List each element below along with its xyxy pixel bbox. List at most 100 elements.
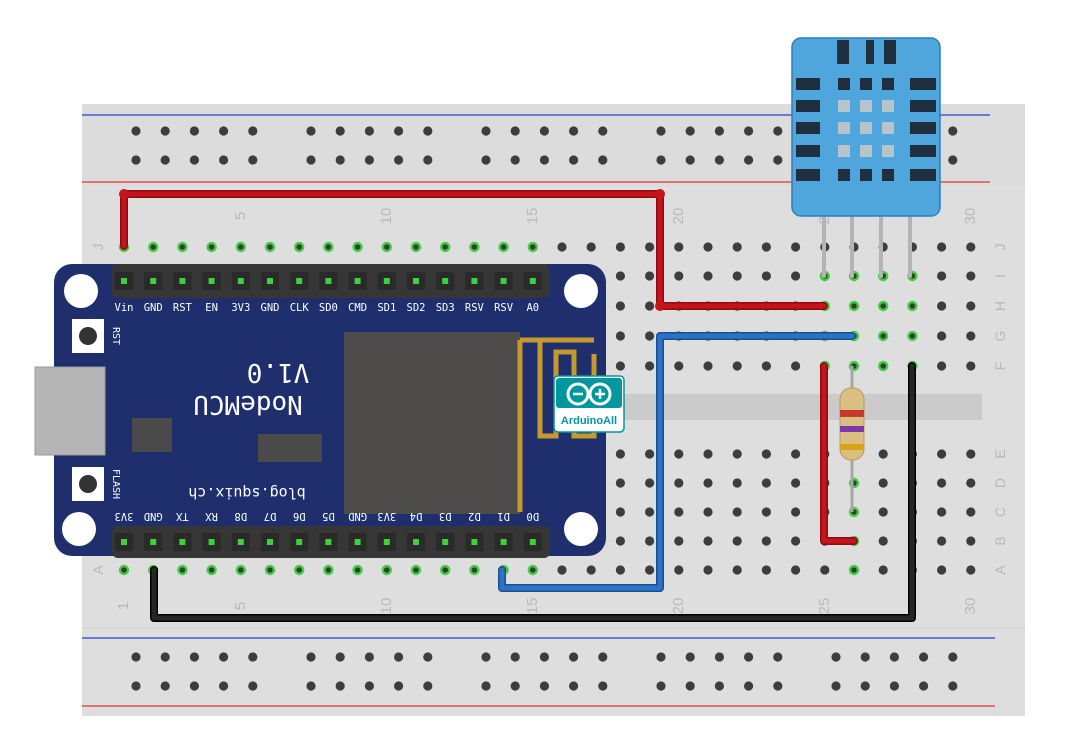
rail-hole [248, 155, 258, 165]
pin-label-top: SD3 [436, 302, 455, 314]
header-pin-contact [150, 539, 157, 545]
breadboard-hole-center [179, 567, 186, 573]
column-number-top: 5 [232, 212, 249, 220]
breadboard-hole [615, 301, 626, 311]
rail-hole [306, 681, 316, 691]
breadboard-hole-center [500, 244, 507, 250]
header-pin-contact [121, 278, 127, 284]
dht-slot [910, 122, 936, 134]
header-pin-contact [237, 278, 244, 284]
row-letter: D [992, 478, 1008, 488]
rail-hole [714, 652, 725, 662]
rail-hole [773, 652, 783, 662]
rail-hole [685, 126, 695, 136]
rail-hole [481, 126, 491, 136]
rail-hole [160, 155, 170, 165]
rail-hole [335, 126, 345, 136]
rail-hole [539, 155, 550, 165]
breadboard-hole-center [238, 567, 244, 573]
breadboard-hole [761, 242, 772, 252]
breadboard-hole [966, 271, 976, 281]
breadboard-hole [703, 361, 713, 371]
rail-hole [306, 126, 316, 136]
pin-label-top: A0 [526, 302, 539, 314]
column-number-top: 15 [524, 208, 541, 225]
dht-sensor [791, 37, 941, 217]
dht-slot [838, 100, 850, 112]
breadboard-hole-center [851, 567, 857, 573]
pin-label-top: GND [144, 302, 163, 314]
dht-slot [882, 100, 894, 112]
breadboard-hole-center [880, 333, 886, 339]
breadboard-hole [645, 271, 655, 281]
rail-hole [889, 652, 900, 662]
rail-hole [131, 681, 141, 691]
pin-label-bottom: D5 [322, 510, 335, 522]
pin-label-bottom: D4 [410, 510, 423, 522]
breadboard-hole [966, 507, 976, 517]
breadboard-hole [732, 565, 742, 575]
pin-label-bottom: D0 [526, 510, 539, 522]
breadboard-hole [937, 242, 947, 252]
breadboard-hole [732, 242, 742, 252]
breadboard-hole [937, 507, 947, 517]
pin-label-bottom: TX [175, 510, 188, 522]
breadboard-hole [674, 536, 684, 546]
dht-slot [860, 78, 872, 90]
dht-slot [910, 100, 936, 112]
breadboard-hole [966, 565, 976, 575]
header-pin-contact [237, 539, 244, 545]
logo-plus-icon [588, 382, 612, 406]
breadboard-hole [615, 478, 626, 488]
rail-hole [189, 652, 199, 662]
breadboard-hole [732, 271, 742, 281]
breadboard-hole [703, 507, 713, 517]
rail-hole [598, 652, 608, 662]
breadboard-hole-center [442, 567, 449, 573]
rail-hole [831, 652, 841, 662]
breadboard-hole [732, 507, 742, 517]
breadboard-hole [791, 478, 801, 488]
dht-slot [882, 169, 894, 181]
column-number-bottom: 5 [232, 602, 249, 610]
rail-hole [773, 126, 783, 136]
row-letter: A [90, 565, 106, 575]
arduinoall-logo: ArduinoAll [553, 375, 625, 433]
dht-slot [860, 169, 872, 181]
breadboard-hole [615, 449, 626, 459]
red-wire-pullup [820, 362, 858, 545]
column-number-top: 20 [670, 208, 687, 225]
breadboard-hole-center [267, 567, 273, 573]
rail-hole [569, 652, 579, 662]
dht-slot [860, 145, 872, 157]
breadboard-hole-center [296, 244, 303, 250]
dht-slot [860, 100, 872, 112]
rail-hole [219, 681, 229, 691]
breadboard-hole [615, 242, 626, 252]
header-pin-contact [325, 539, 332, 545]
breadboard-hole [674, 242, 684, 252]
breadboard-hole [557, 242, 567, 252]
rail-hole [569, 155, 579, 165]
red-wire-vin [119, 189, 828, 311]
breadboard-hole [732, 536, 742, 546]
breadboard-hole-center [442, 244, 449, 250]
chip-small-1 [132, 418, 172, 452]
pin-label-bottom: 3V3 [115, 510, 134, 522]
rail-hole [394, 126, 404, 136]
rail-hole [860, 681, 870, 691]
breadboard-hole [645, 565, 655, 575]
pin-label-bottom: 3V3 [377, 510, 396, 522]
rail-hole [510, 126, 520, 136]
breadboard-hole [937, 271, 947, 281]
breadboard-hole [674, 478, 684, 488]
dht-sensor-legs [822, 208, 912, 278]
rail-hole [219, 155, 229, 165]
header-pin-contact [442, 539, 449, 545]
breadboard-hole [791, 565, 801, 575]
rail-hole [744, 652, 754, 662]
header-pin-contact [471, 539, 478, 545]
dht-slot [837, 40, 849, 64]
breadboard-hole [732, 478, 742, 488]
